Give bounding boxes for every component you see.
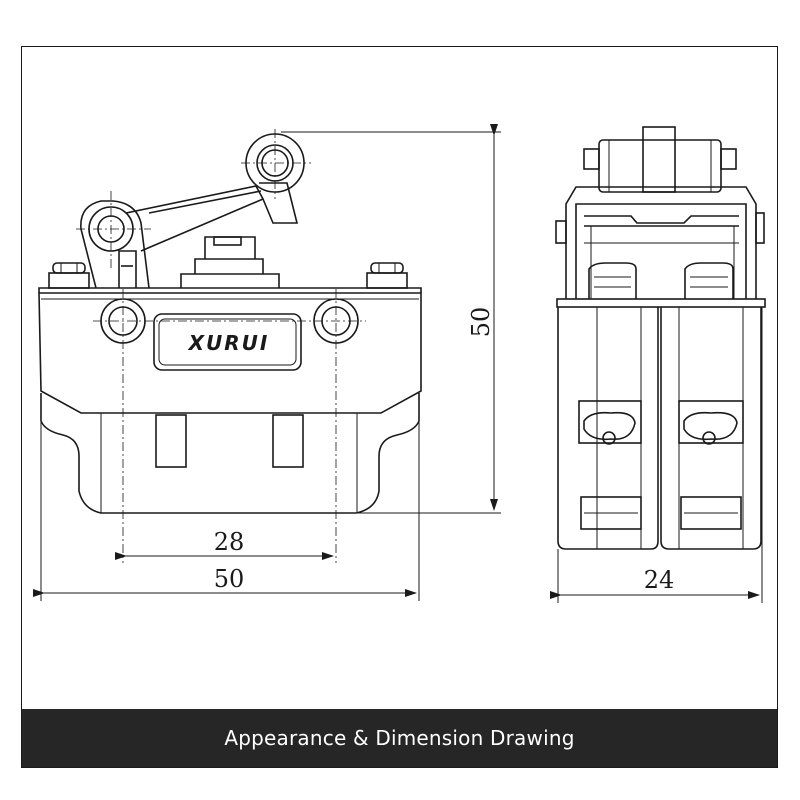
caption-text: Appearance & Dimension Drawing (224, 726, 575, 750)
drawing-frame: XURUI (21, 46, 778, 768)
logo-plate (153, 313, 302, 371)
side-roller (583, 126, 737, 193)
brand-logo: XURUI (187, 331, 270, 355)
screw-left (48, 262, 90, 289)
side-body-left (557, 307, 659, 550)
total-width-dimension-label: 50 (214, 565, 245, 593)
lever-arm (125, 185, 265, 252)
side-plunger-right (684, 262, 734, 299)
side-plunger-left (588, 262, 637, 299)
front-view: XURUI (33, 124, 501, 601)
terminal-slot-right (272, 414, 304, 468)
side-view (550, 126, 766, 603)
height-dimension-label: 50 (467, 307, 495, 338)
top-plate (38, 287, 422, 293)
switch-housing (38, 292, 422, 414)
caption-bar: Appearance & Dimension Drawing (22, 709, 777, 767)
terminal-slot-left (155, 414, 187, 468)
dimension-drawing: XURUI (33, 124, 766, 603)
side-width-dimension-label: 24 (644, 566, 675, 594)
plunger-housing (180, 236, 280, 288)
lever-bracket (80, 200, 150, 289)
screw-right (366, 262, 408, 289)
side-body-right (660, 307, 762, 550)
inner-width-dimension-label: 28 (214, 528, 245, 556)
